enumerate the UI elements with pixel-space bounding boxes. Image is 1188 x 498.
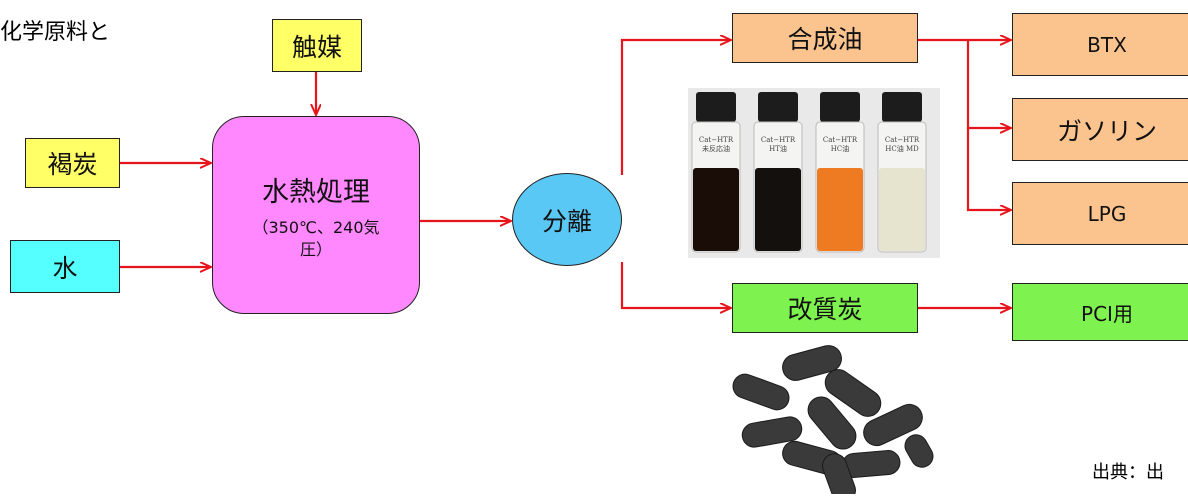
briquette — [822, 453, 856, 498]
pci-label: PCI用 — [1081, 301, 1133, 326]
gasoline-box: ガソリン — [1012, 98, 1188, 161]
briquette — [807, 396, 857, 450]
bottle-cap — [758, 92, 798, 122]
bottle-liquid — [693, 168, 739, 251]
process-title: 水熱処理 — [262, 176, 370, 208]
bottle-label: Cat−HTR — [885, 136, 920, 144]
bottle-liquid — [755, 168, 801, 251]
catalyst-box: 触媒 — [272, 19, 362, 72]
process-conditions: （350℃、240気圧） — [252, 217, 380, 259]
gasoline-label: ガソリン — [1056, 116, 1157, 146]
catalyst-label: 触媒 — [291, 32, 342, 62]
upgraded-coal-label: 改質炭 — [787, 295, 863, 324]
arrow-oil-to-gasoline — [966, 40, 1010, 128]
water-label: 水 — [52, 253, 78, 283]
bottle-label: HC油 — [831, 144, 849, 153]
synthetic-oil-box: 合成油 — [732, 13, 918, 63]
synthetic-oil-label: 合成油 — [787, 25, 863, 54]
source-text: 出典：出 — [1092, 462, 1164, 483]
bottle-label: Cat−HTR — [699, 136, 734, 144]
lpg-label: LPG — [1087, 201, 1127, 226]
bottle-label: HC油 MD — [885, 144, 919, 153]
arrow-separation-to-oil — [620, 40, 730, 175]
bottle-liquid — [817, 168, 863, 251]
lpg-box: LPG — [1012, 182, 1188, 245]
bottle-label: Cat−HTR — [823, 136, 858, 144]
bottle-cap — [820, 92, 860, 122]
bottle-cap — [696, 92, 736, 122]
lignite-label: 褐炭 — [47, 150, 98, 179]
separation-circle: 分離 — [512, 173, 622, 266]
bottle-label: Cat−HTR — [761, 136, 796, 144]
coal-briquettes-photo — [722, 340, 940, 498]
lignite-box: 褐炭 — [25, 138, 120, 188]
briquette — [863, 403, 923, 447]
upgraded-coal-box: 改質炭 — [732, 283, 918, 333]
briquette — [782, 345, 842, 381]
pci-box: PCI用 — [1012, 283, 1188, 341]
bottle-liquid — [879, 168, 925, 251]
briquette — [904, 434, 934, 468]
bottle-cap — [882, 92, 922, 122]
briquette — [732, 373, 790, 411]
btx-box: BTX — [1012, 13, 1188, 76]
bottle-label: 未反応油 — [702, 144, 730, 153]
hydrothermal-process-box: 水熱処理 （350℃、240気圧） — [212, 116, 420, 314]
water-box: 水 — [10, 240, 120, 293]
arrow-oil-to-lpg — [966, 128, 1010, 210]
separation-label: 分離 — [541, 206, 592, 236]
briquette — [824, 369, 882, 417]
arrow-separation-to-coal — [620, 262, 730, 308]
bottle-label: HT油 — [769, 144, 787, 153]
oil-sample-bottles: Cat−HTR未反応油Cat−HTRHT油Cat−HTRHC油Cat−HTRHC… — [691, 92, 927, 253]
coal-briquettes — [732, 345, 934, 498]
btx-label: BTX — [1087, 32, 1127, 57]
briquette — [741, 416, 803, 448]
intro-text: 化学原料と — [0, 20, 111, 45]
